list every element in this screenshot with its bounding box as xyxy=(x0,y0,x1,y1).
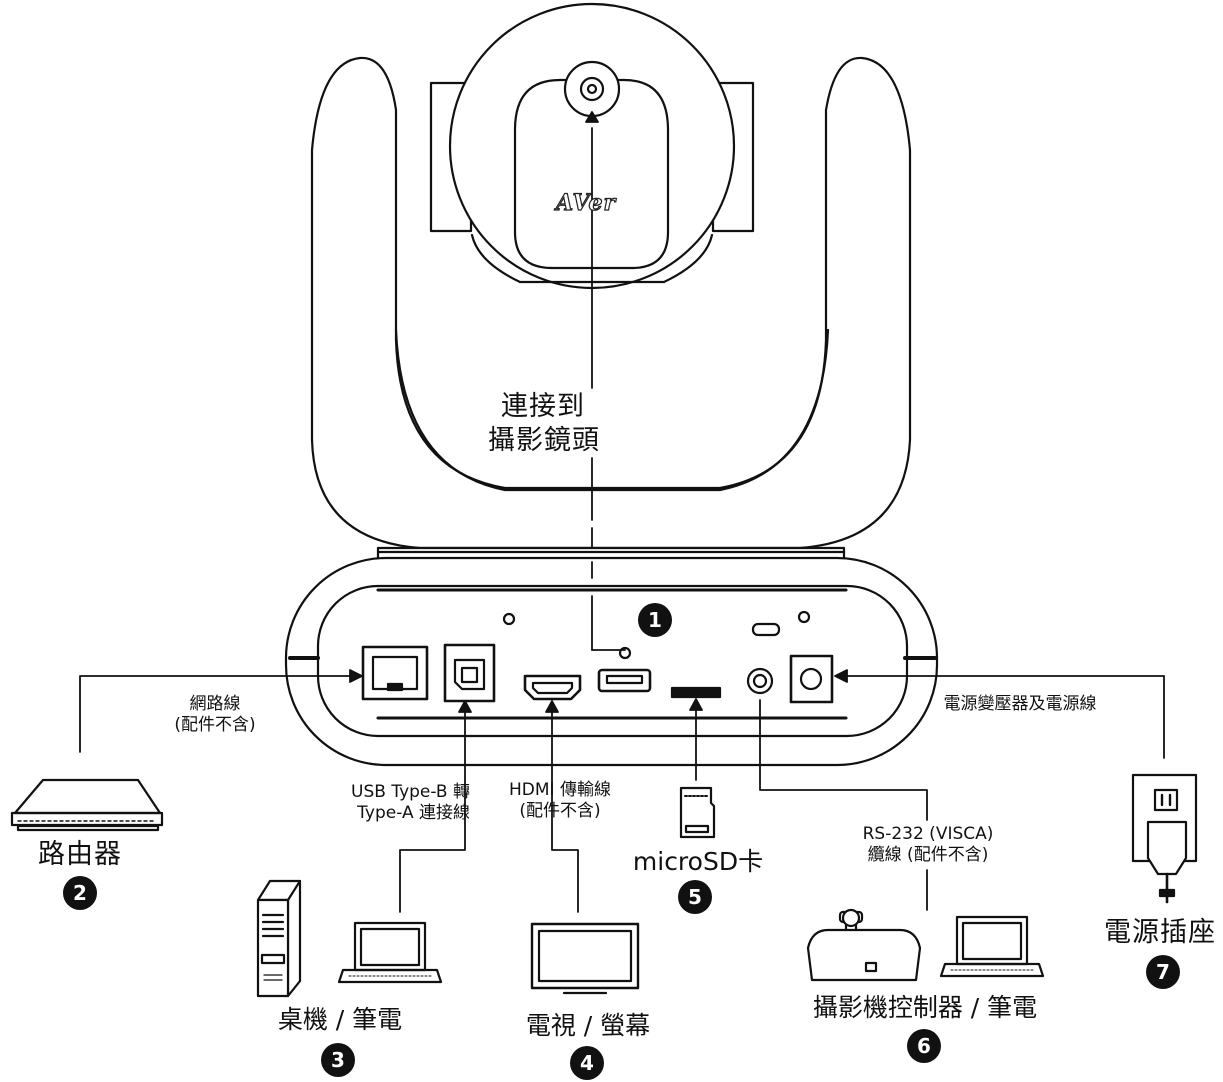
usb-cable-line2: Type-A 連接線 xyxy=(357,803,470,824)
camera-base xyxy=(284,556,939,767)
desktop-tower-illustration xyxy=(256,879,302,998)
tv-label: 電視 / 螢幕 xyxy=(525,1011,651,1040)
usb-type-b-port xyxy=(443,643,496,703)
hdmi-cable-line1: HDMI 傳輸線 xyxy=(509,780,611,800)
pc-label: 桌機 / 筆電 xyxy=(277,1005,403,1034)
microsd-card-illustration xyxy=(679,786,716,839)
laptop-controller-illustration xyxy=(939,915,1045,978)
controller-illustration xyxy=(806,908,922,982)
router-illustration xyxy=(10,778,164,832)
usb-port-badge: 1 xyxy=(638,603,672,637)
tv-badge: 4 xyxy=(570,1046,604,1080)
usb-cable-label: USB Type-B 轉 Type-A 連接線 xyxy=(300,782,470,825)
controller-badge: 6 xyxy=(907,1029,941,1063)
rs232-cable-line2: 纜線 (配件不含) xyxy=(867,845,989,866)
microsd-badge: 5 xyxy=(678,880,712,914)
micro-usb-port xyxy=(751,622,781,637)
router-badge: 2 xyxy=(63,876,97,910)
pc-badge: 3 xyxy=(321,1043,355,1077)
rs232-cable-label: RS-232 (VISCA) 纜線 (配件不含) xyxy=(848,824,1008,867)
hdmi-port xyxy=(523,674,582,701)
rj45-port xyxy=(361,645,429,701)
lens-callout: 連接到 攝影鏡頭 xyxy=(488,390,600,458)
hdmi-cable-label: HDMI 傳輸線 (配件不含) xyxy=(490,780,630,823)
laptop-illustration xyxy=(337,921,443,984)
usb-cable-line1: USB Type-B 轉 xyxy=(351,782,470,802)
microsd-slot xyxy=(670,686,722,699)
microsd-label: microSD卡 xyxy=(632,847,764,876)
lens-screw xyxy=(563,60,621,118)
router-label: 路由器 xyxy=(38,839,122,870)
lens-callout-line2: 攝影鏡頭 xyxy=(488,424,600,456)
hdmi-cable-line2: (配件不含) xyxy=(519,801,601,822)
outlet-badge: 7 xyxy=(1146,955,1180,989)
lan-cable-line1: 網路線 xyxy=(189,694,241,714)
lan-cable-label: 網路線 (配件不含) xyxy=(150,694,280,737)
usb-a-port xyxy=(597,646,652,693)
dc-in-port xyxy=(789,654,834,704)
connection-lines xyxy=(79,111,1165,913)
outlet-label: 電源插座 xyxy=(1104,917,1216,948)
power-cable-label: 電源變壓器及電源線 xyxy=(943,694,1097,714)
rs232-cable-line1: RS-232 (VISCA) xyxy=(862,824,994,844)
lan-cable-line2: (配件不含) xyxy=(174,715,256,736)
tv-illustration xyxy=(530,922,640,995)
aver-logo: AVer xyxy=(555,189,617,216)
rs232-port xyxy=(746,667,774,695)
lens-callout-line1: 連接到 xyxy=(501,391,585,422)
controller-label: 攝影機控制器 / 筆電 xyxy=(812,993,1038,1022)
power-outlet-illustration xyxy=(1131,773,1198,904)
